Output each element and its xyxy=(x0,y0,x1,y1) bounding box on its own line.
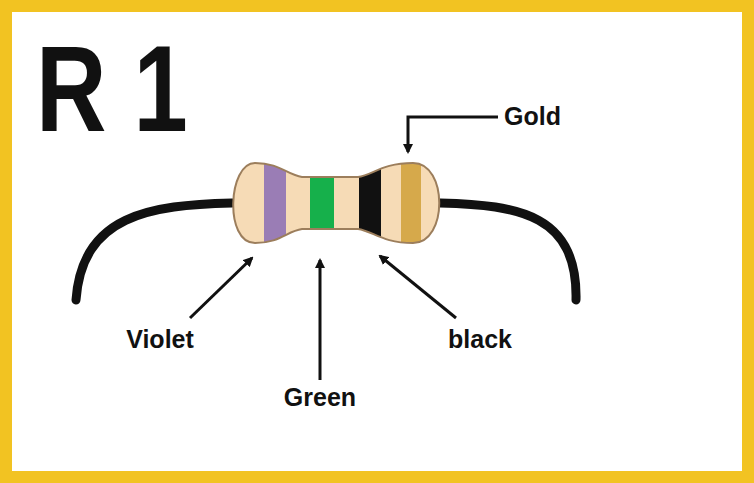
leader-arrow xyxy=(380,256,456,318)
resistor-lead xyxy=(440,203,576,300)
band-color-label: black xyxy=(448,326,512,354)
leader-arrow xyxy=(190,258,252,318)
band-color-label: Green xyxy=(284,384,356,412)
resistor-lead xyxy=(76,203,232,300)
leader-arrow xyxy=(408,117,498,152)
diagram-title: R 1 xyxy=(36,28,188,150)
color-band xyxy=(310,150,334,260)
resistor-outline xyxy=(233,163,439,243)
band-color-label: Gold xyxy=(504,103,561,131)
band-color-label: Violet xyxy=(126,326,194,354)
color-band xyxy=(359,150,381,260)
leader-arrow xyxy=(319,260,322,380)
